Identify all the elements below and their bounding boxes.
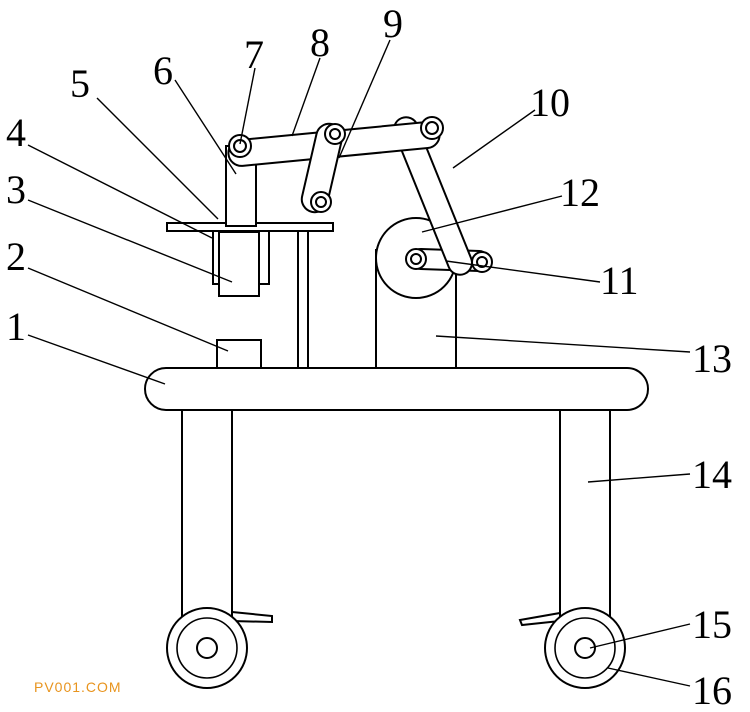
leader-4	[27, 144, 213, 239]
left-wheel-inner-ring	[176, 617, 238, 679]
long-arm	[393, 116, 473, 276]
label-16: 16	[692, 668, 732, 712]
leader-2	[27, 267, 229, 352]
vertical-support-pole	[297, 225, 309, 369]
leader-9	[338, 39, 391, 159]
label-11: 11	[600, 258, 639, 303]
label-4: 4	[6, 110, 26, 155]
label-3: 3	[6, 167, 26, 212]
clamp-inner-block	[218, 231, 260, 297]
pivot-crank-center-pin	[410, 253, 422, 265]
pivot-rod-top-pin	[233, 139, 247, 153]
pivot-short-link-bottom-pin	[315, 196, 327, 208]
leader-11	[445, 260, 601, 283]
label-15: 15	[692, 602, 732, 647]
leader-7	[239, 67, 256, 145]
pivot-crank-end-pin	[476, 256, 488, 268]
leader-13	[435, 335, 691, 353]
leader-8	[291, 57, 321, 137]
label-5: 5	[70, 61, 90, 106]
lower-block	[216, 339, 262, 369]
left-brake-pedal	[231, 610, 273, 624]
label-8: 8	[310, 20, 330, 65]
pivot-short-link-top-pin	[329, 128, 341, 140]
leader-3	[27, 199, 233, 283]
leader-6	[174, 79, 237, 175]
leader-16	[607, 667, 691, 687]
pivot-top-bar-right-pin	[425, 121, 439, 135]
label-6: 6	[153, 48, 173, 93]
leader-12	[421, 195, 563, 233]
label-1: 1	[6, 304, 26, 349]
left-wheel-axle	[196, 637, 218, 659]
leader-14	[587, 473, 691, 483]
right-wheel-inner-ring	[554, 617, 616, 679]
label-9: 9	[383, 1, 403, 46]
leader-5	[96, 97, 219, 220]
label-7: 7	[244, 32, 264, 77]
right-wheel-axle	[574, 637, 596, 659]
leader-10	[452, 109, 536, 169]
table-top	[144, 367, 649, 411]
label-12: 12	[560, 170, 600, 215]
label-13: 13	[692, 336, 732, 381]
watermark: PV001.COM	[34, 679, 122, 695]
label-14: 14	[692, 452, 732, 497]
label-2: 2	[6, 234, 26, 279]
leader-15	[589, 623, 691, 649]
leader-1	[27, 334, 166, 385]
label-10: 10	[530, 80, 570, 125]
